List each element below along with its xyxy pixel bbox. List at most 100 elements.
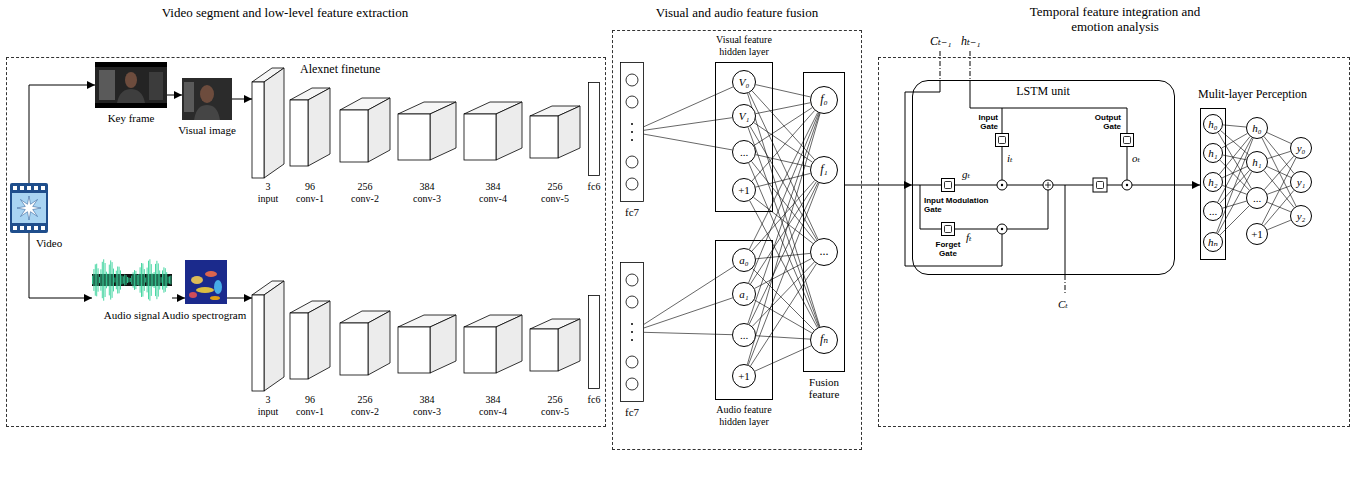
connection-line bbox=[749, 113, 817, 250]
conv-layer-block: 384conv-3 bbox=[398, 102, 456, 160]
neuron-label: h₀ bbox=[1252, 122, 1261, 135]
node-label: conv-5 bbox=[532, 406, 578, 418]
neuron-circle: h₁ bbox=[1246, 151, 1268, 173]
conv-layer-block: 256conv-2 bbox=[340, 98, 390, 162]
text-holder: Fusion feature bbox=[802, 376, 847, 400]
lstm-wire bbox=[1065, 185, 1066, 275]
frame-bg bbox=[95, 62, 167, 108]
film-hole bbox=[20, 186, 24, 190]
lstm-unit-box: LSTM unitInput GateOutput GateInput Modu… bbox=[912, 80, 1175, 275]
gate-symbol bbox=[945, 226, 952, 233]
conv-layer-block: 3input bbox=[252, 68, 284, 178]
ellipsis-dot bbox=[631, 323, 633, 325]
node-illustration bbox=[252, 68, 284, 178]
block-front bbox=[464, 327, 496, 373]
text-holder: h₀ bbox=[1247, 118, 1267, 138]
node-label: conv-1 bbox=[287, 406, 333, 418]
bg-wall bbox=[99, 70, 115, 100]
node-illustration bbox=[1121, 134, 1133, 146]
text-holder: ... bbox=[811, 239, 837, 265]
signal-name: hₜ₋₁ bbox=[961, 35, 980, 48]
node-label: conv-2 bbox=[342, 193, 388, 205]
connection-line bbox=[1264, 171, 1294, 208]
text-holder: Visual feature hidden layer bbox=[708, 34, 780, 58]
block-front bbox=[340, 110, 368, 162]
block-side bbox=[368, 311, 390, 375]
text-holder: +1 bbox=[733, 179, 755, 201]
film-hole bbox=[13, 226, 17, 230]
neuron-label: f₀ bbox=[820, 93, 828, 107]
sum-symbol bbox=[1043, 180, 1053, 190]
neuron-label: V₁ bbox=[739, 110, 750, 123]
sum-cross bbox=[1045, 182, 1051, 188]
fc-bar bbox=[589, 296, 600, 389]
connection-line bbox=[756, 336, 810, 339]
text-holder: Mulit-layer Perception bbox=[1198, 88, 1328, 102]
block-front bbox=[252, 295, 264, 391]
node-illustration bbox=[588, 295, 600, 389]
spectrogram-blob bbox=[191, 276, 203, 284]
image-bg bbox=[182, 78, 232, 120]
neuron-circle: h₂ bbox=[1203, 172, 1223, 192]
node-label: 384 bbox=[470, 394, 516, 406]
connection-line bbox=[1267, 220, 1291, 230]
node-label: LSTM unit bbox=[1003, 85, 1083, 99]
node-label: fc6 bbox=[579, 394, 609, 406]
lstm-wire bbox=[955, 229, 997, 230]
text-holder: 256conv-5 bbox=[532, 181, 578, 205]
text-holder: Video segment and low-level feature extr… bbox=[50, 6, 520, 21]
section-region: Video segment and low-level feature extr… bbox=[6, 57, 606, 427]
text-holder: Temporal feature integration and emotion… bbox=[1018, 4, 1213, 34]
neuron-label: V₀ bbox=[739, 76, 750, 89]
spectrogram-blob bbox=[214, 280, 222, 294]
conv-layer-block: 256conv-5 bbox=[530, 319, 580, 371]
neuron-circle: ... bbox=[1246, 187, 1268, 209]
film-body bbox=[10, 183, 48, 233]
node-label: Key frame bbox=[89, 112, 173, 125]
block-side bbox=[368, 98, 390, 162]
connection-line bbox=[1220, 206, 1249, 235]
block-front bbox=[252, 82, 264, 178]
text-holder: V₁ bbox=[733, 105, 755, 127]
node-label: input bbox=[245, 193, 291, 205]
person-body bbox=[117, 89, 145, 103]
connection-line bbox=[1267, 186, 1290, 194]
text-holder: f₁ bbox=[811, 157, 837, 183]
neuron-circle: f₁ bbox=[810, 156, 838, 184]
flow-arrow bbox=[172, 298, 185, 299]
neuron-circle: +1 bbox=[732, 364, 756, 388]
text-holder: hₙ bbox=[1204, 233, 1222, 251]
text-holder: Video bbox=[36, 237, 76, 250]
node-label: 256 bbox=[532, 181, 578, 193]
connection-line bbox=[1267, 133, 1291, 144]
node-label: fc6 bbox=[579, 181, 609, 193]
node-label: 256 bbox=[342, 181, 388, 193]
block-front bbox=[530, 329, 558, 371]
conv-layer-block: 384conv-4 bbox=[464, 102, 522, 160]
node-illustration bbox=[290, 88, 330, 166]
signal-name: iₜ bbox=[1007, 152, 1013, 164]
text-holder: fc7 bbox=[617, 206, 647, 219]
film-hole bbox=[27, 186, 31, 190]
person-head bbox=[125, 72, 137, 88]
text-holder: ... bbox=[733, 141, 755, 163]
text-holder: 384conv-4 bbox=[470, 181, 516, 205]
neuron-label: ... bbox=[740, 329, 748, 342]
conv-layer-block: 96conv-1 bbox=[290, 301, 330, 379]
film-hole bbox=[34, 186, 38, 190]
text-holder: 96conv-1 bbox=[287, 181, 333, 205]
text-holder: y₁ bbox=[1291, 172, 1311, 192]
conv-layer-block: 3input bbox=[252, 281, 284, 391]
neuron-label: h₁ bbox=[1208, 147, 1217, 160]
connection-line bbox=[750, 126, 817, 240]
block-side bbox=[308, 88, 330, 166]
waveform bbox=[93, 259, 171, 300]
lstm-wire bbox=[1002, 108, 1003, 133]
signal-name: Cₜ bbox=[1058, 298, 1068, 310]
neuron-circle: a₀ bbox=[732, 248, 756, 272]
text-holder: 3input bbox=[245, 181, 291, 205]
ellipsis-dot bbox=[631, 131, 633, 133]
node-illustration bbox=[340, 98, 390, 162]
text-holder: 96conv-1 bbox=[287, 394, 333, 418]
block-front bbox=[290, 313, 308, 379]
